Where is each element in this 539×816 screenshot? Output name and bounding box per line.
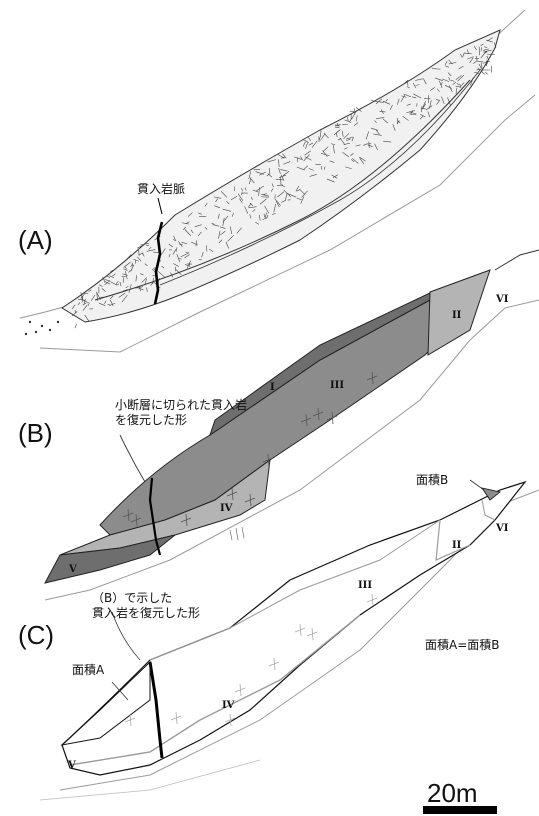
fracture-mark xyxy=(75,324,77,328)
panel-a-dike-leader xyxy=(158,198,162,214)
panel-c-unit-label-ii: II xyxy=(452,540,461,551)
unit-label-v: V xyxy=(69,564,77,575)
panel-c-unit-label-iv: IV xyxy=(222,700,234,711)
unit-label-ii: II xyxy=(452,310,461,321)
area-b-label: 面積B xyxy=(416,473,448,488)
unit-label-iv: IV xyxy=(220,503,232,514)
panel-a-sediment-dots xyxy=(25,321,59,335)
fracture-mark xyxy=(482,72,485,75)
area-a-label: 面積A xyxy=(72,663,104,678)
panel-a-label: (A) xyxy=(18,225,53,256)
area-b-leader xyxy=(470,480,484,490)
panel-b-upper-line xyxy=(495,250,539,270)
panel-c-annotation-line1: （B）で示した xyxy=(92,591,172,606)
area-equation: 面積A=面積B xyxy=(425,638,500,653)
fracture-mark xyxy=(485,72,487,74)
panel-b-annotation-line1: 小断層に切られた貫入岩 xyxy=(115,398,247,413)
panel-a-outcrop-body xyxy=(62,30,500,322)
scale-bar-label: 20m xyxy=(427,778,478,809)
panel-c-label: (C) xyxy=(18,620,54,651)
unit-label-iii: III xyxy=(330,380,344,391)
panel-c-unit-label-vi: VI xyxy=(496,523,508,534)
panel-c-annotation-line2: 貫入岩を復元した形 xyxy=(92,606,200,621)
panel-b-label: (B) xyxy=(18,418,53,449)
unit-label-i: I xyxy=(270,382,275,393)
panel-b-texture xyxy=(230,527,244,540)
panel-c-unit-label-iii: III xyxy=(358,580,372,591)
panel-b-annotation-leader xyxy=(120,435,145,482)
panel-a-dike-label: 貫入岩脈 xyxy=(137,182,185,197)
panel-c-unit-label-v: V xyxy=(68,760,76,771)
panel-b-annotation-line2: を復元した形 xyxy=(115,413,187,428)
unit-label-vi: VI xyxy=(496,294,508,305)
